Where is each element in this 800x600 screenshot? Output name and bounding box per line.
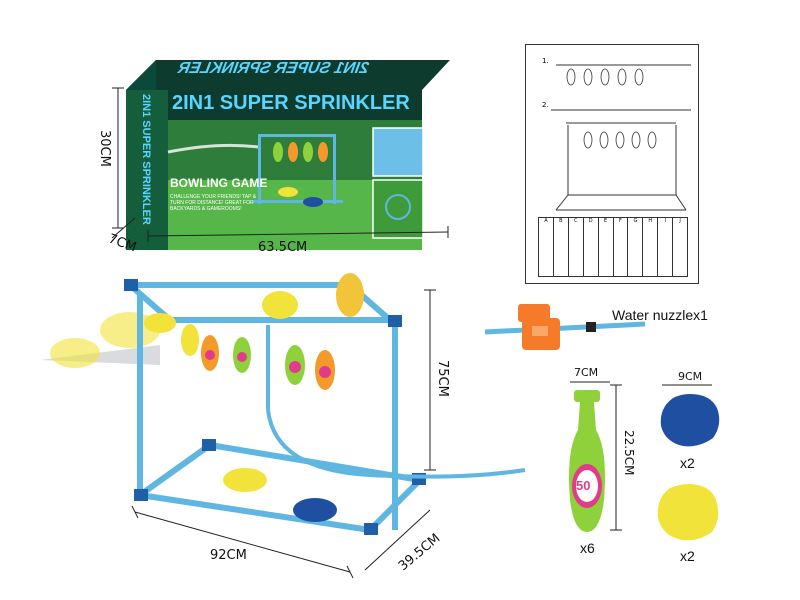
part-h: H — [642, 218, 657, 276]
box-front-title: 2IN1 SUPER SPRINKLER — [172, 92, 410, 114]
part-i: I — [657, 218, 672, 276]
yellow-disc-quantity: x2 — [680, 548, 695, 564]
manual-step-2: 2. — [542, 101, 549, 109]
blue-disc-quantity: x2 — [680, 455, 695, 471]
disc-width-label: 9CM — [678, 370, 703, 383]
part-f: F — [612, 218, 628, 276]
pin-width-label: 7CM — [574, 366, 599, 379]
pins-quantity: x6 — [580, 540, 595, 556]
parts-table: A B C D E F G H I J — [538, 217, 688, 277]
blue-disc — [660, 394, 720, 447]
manual-diagram — [551, 64, 691, 211]
yellow-disc — [657, 484, 719, 541]
sprinkler-frame — [40, 273, 526, 535]
product-box: 2IN1 SUPER SPRINKLER 2IN1 SUPER SPRINKLE… — [108, 52, 463, 252]
part-g: G — [627, 218, 642, 276]
part-j: J — [672, 218, 687, 276]
part-d: D — [582, 218, 598, 276]
pin-height-label: 22.5CM — [622, 430, 636, 476]
part-e: E — [597, 218, 613, 276]
part-a: A — [544, 218, 548, 224]
frame-width-label: 92CM — [210, 548, 247, 563]
pin-number: 50 — [576, 478, 591, 493]
manual-step-1: 1. — [542, 57, 549, 65]
part-c: C — [567, 218, 583, 276]
nozzle-label: Water nuzzlex1 — [612, 307, 708, 323]
box-tagline: CHALLENGE YOUR FRIENDS! TAP & TURN FOR D… — [170, 194, 257, 212]
frame-height-label: 75CM — [435, 360, 450, 397]
assembly-manual: 1. 2. A B C D E F G H I J — [525, 44, 699, 284]
box-subtitle: BOWLING GAME — [170, 176, 268, 190]
product-box-image — [126, 60, 450, 250]
water-nozzle — [484, 304, 646, 350]
bowling-pin — [569, 390, 605, 532]
box-height-label: 30CM — [97, 130, 112, 167]
box-width-label: 63.5CM — [258, 240, 308, 255]
part-b: B — [552, 218, 568, 276]
